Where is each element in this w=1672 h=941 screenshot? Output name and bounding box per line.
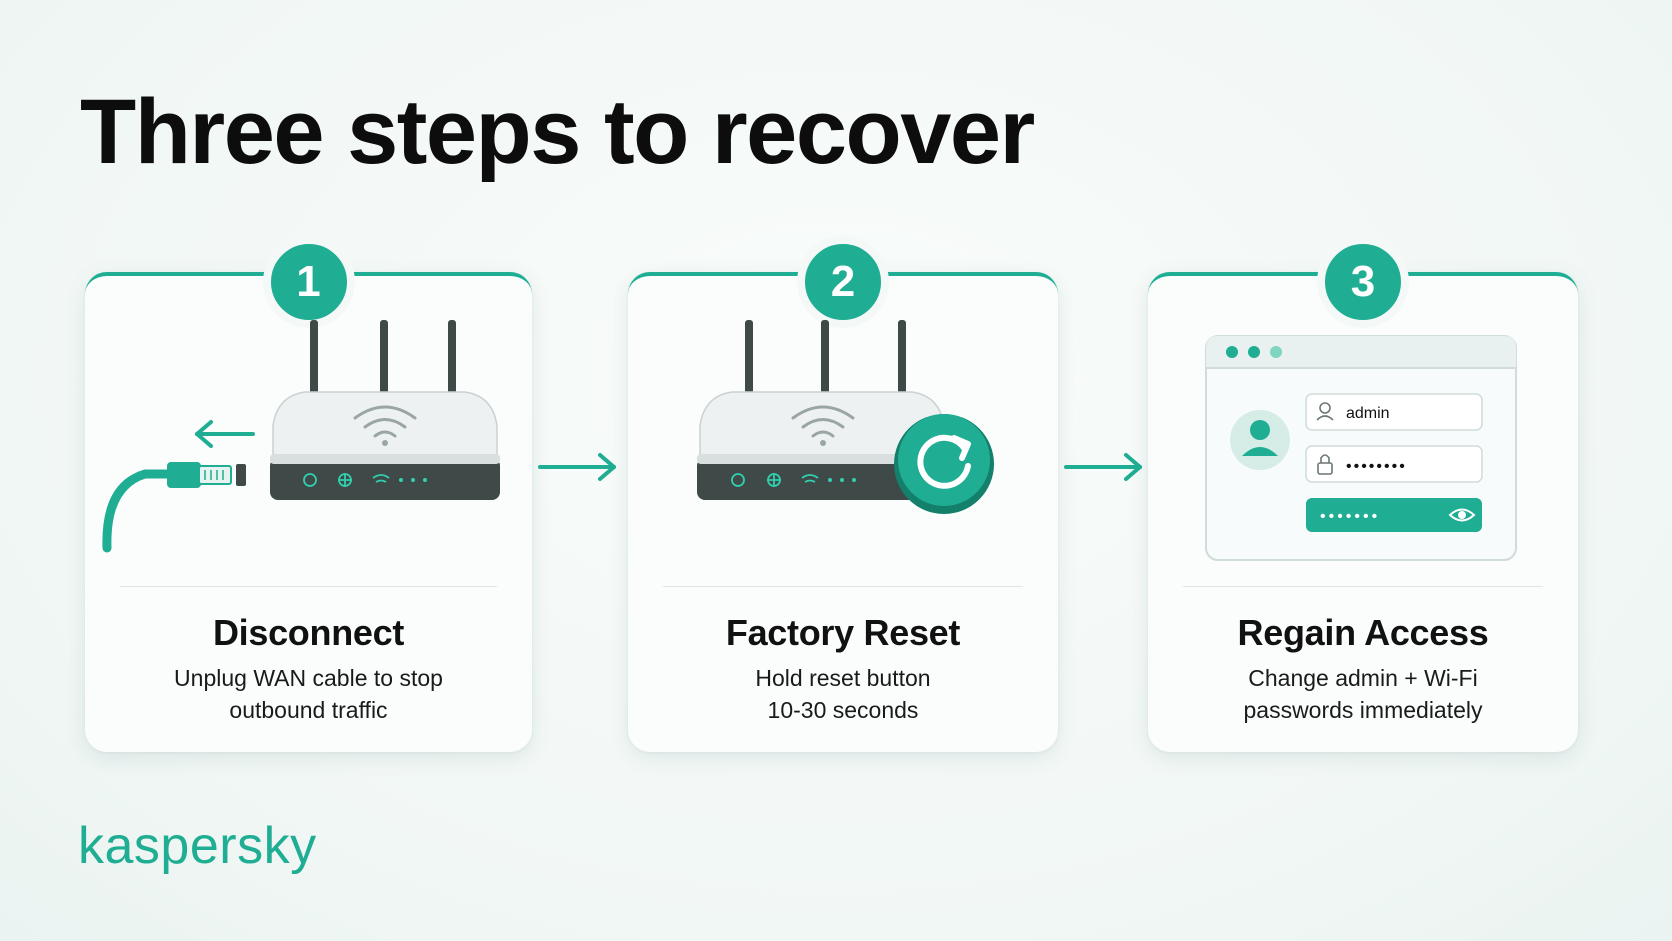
wifi-small-icon bbox=[801, 474, 819, 483]
arrow-right-icon bbox=[1064, 453, 1142, 481]
step-title: Regain Access bbox=[1237, 612, 1489, 653]
card-divider bbox=[663, 586, 1023, 587]
window-dot-icon bbox=[1226, 346, 1238, 358]
step-title: Factory Reset bbox=[725, 612, 961, 653]
arrow-right-icon bbox=[538, 453, 616, 481]
password-field bbox=[1305, 445, 1483, 483]
step-number-badge: 3 bbox=[1317, 236, 1409, 328]
step-description: Hold reset button 10-30 seconds bbox=[648, 662, 1038, 726]
disconnect-illustration bbox=[85, 296, 532, 566]
step-description-line: Unplug WAN cable to stop bbox=[174, 665, 443, 691]
wifi-icon bbox=[353, 405, 417, 438]
step-description-line: passwords immediately bbox=[1243, 697, 1483, 723]
step-number-badge: 1 bbox=[262, 236, 355, 328]
step-title: Disconnect bbox=[212, 612, 405, 653]
reset-icon bbox=[894, 414, 994, 514]
step-description-line: Hold reset button bbox=[755, 665, 931, 691]
login-window-illustration: admin •••••••• ••••••• bbox=[1148, 296, 1578, 566]
step-description-line: outbound traffic bbox=[229, 697, 388, 723]
user-avatar-icon bbox=[1230, 410, 1290, 470]
step-card-factory-reset: 2 bbox=[628, 236, 1058, 752]
step-description: Change admin + Wi-Fi passwords immediate… bbox=[1168, 662, 1558, 726]
brand-logo: kaspersky bbox=[78, 817, 317, 875]
wifi-icon bbox=[791, 405, 855, 438]
page-title: Three steps to recover bbox=[80, 81, 1035, 183]
arrow-left-icon bbox=[195, 420, 255, 448]
username-field bbox=[1305, 393, 1483, 431]
wifi-small-icon bbox=[372, 474, 390, 483]
step-description: Unplug WAN cable to stop outbound traffi… bbox=[105, 662, 512, 726]
card-divider bbox=[120, 586, 497, 587]
card-divider bbox=[1183, 586, 1543, 587]
button-mask: ••••••• bbox=[1320, 508, 1380, 525]
step-number-badge: 2 bbox=[797, 236, 889, 328]
factory-reset-illustration bbox=[628, 296, 1058, 566]
step-description-line: Change admin + Wi-Fi bbox=[1248, 665, 1478, 691]
power-icon bbox=[731, 473, 745, 487]
user-icon bbox=[1316, 402, 1334, 421]
lock-icon bbox=[1317, 454, 1333, 475]
ethernet-cable-icon bbox=[102, 462, 246, 553]
step-card-regain-access: 3 bbox=[1148, 236, 1578, 752]
login-button bbox=[1306, 498, 1482, 532]
eye-icon bbox=[1448, 508, 1476, 522]
password-mask: •••••••• bbox=[1346, 458, 1407, 475]
antenna-icon bbox=[310, 320, 318, 394]
step-card-disconnect: 1 bbox=[85, 236, 532, 752]
power-icon bbox=[303, 473, 317, 487]
username-value: admin bbox=[1346, 405, 1390, 422]
step-description-line: 10-30 seconds bbox=[767, 697, 919, 723]
